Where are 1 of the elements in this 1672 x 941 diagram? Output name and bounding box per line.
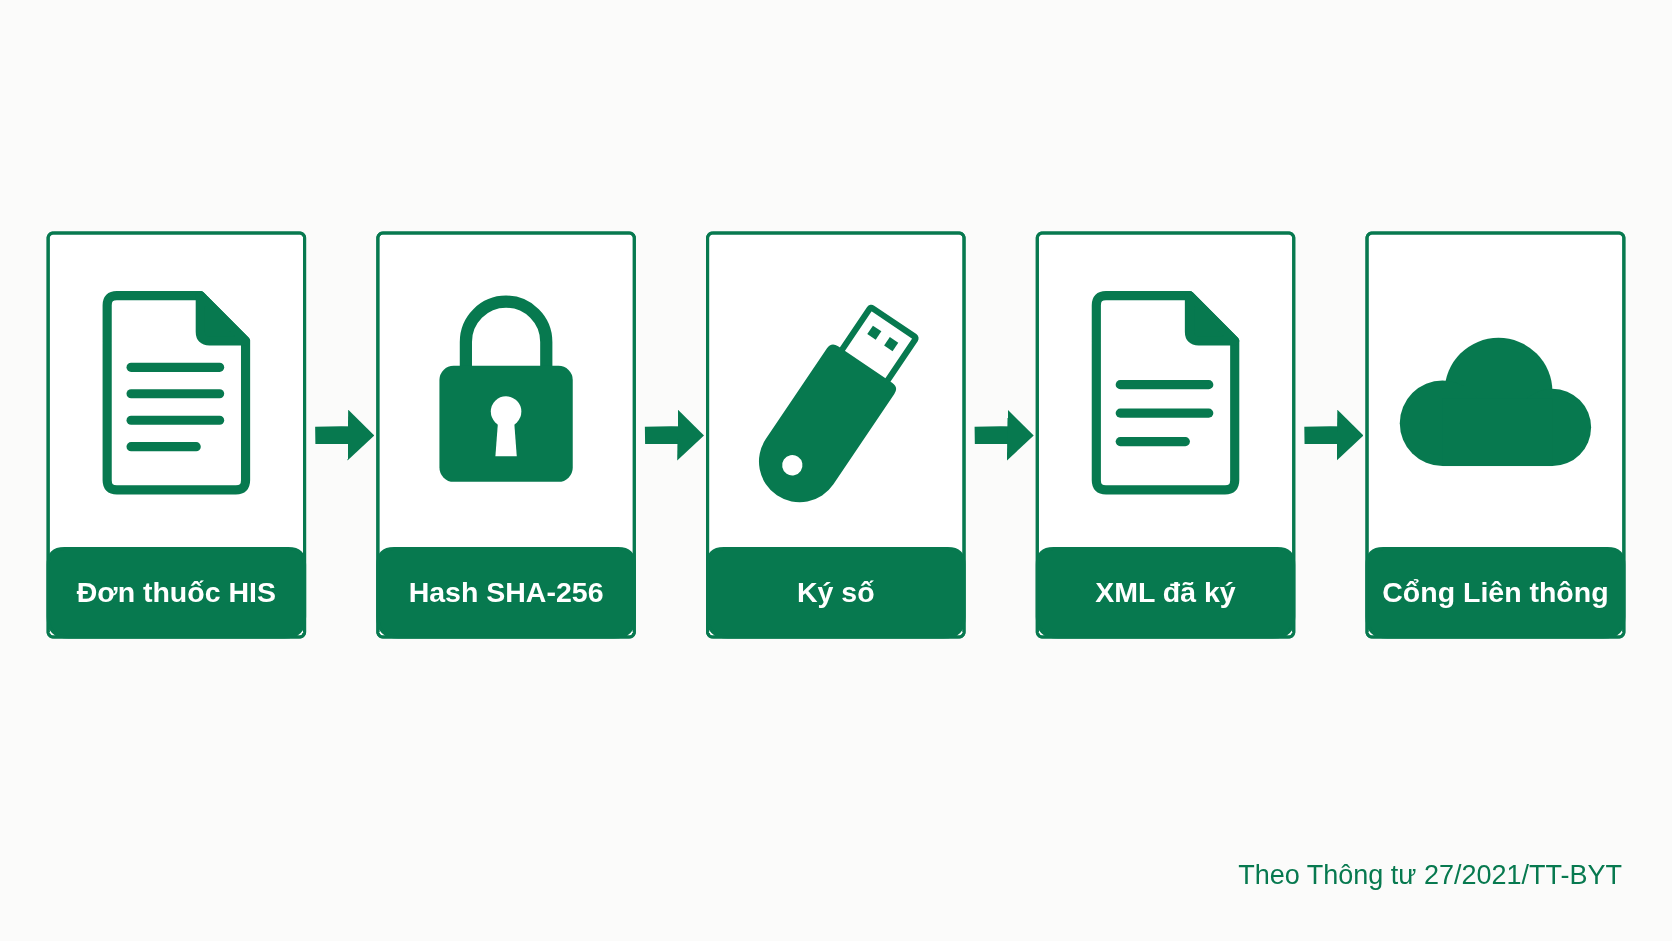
caption: Theo Thông tư 27/2021/TT-BYT <box>1238 860 1622 891</box>
